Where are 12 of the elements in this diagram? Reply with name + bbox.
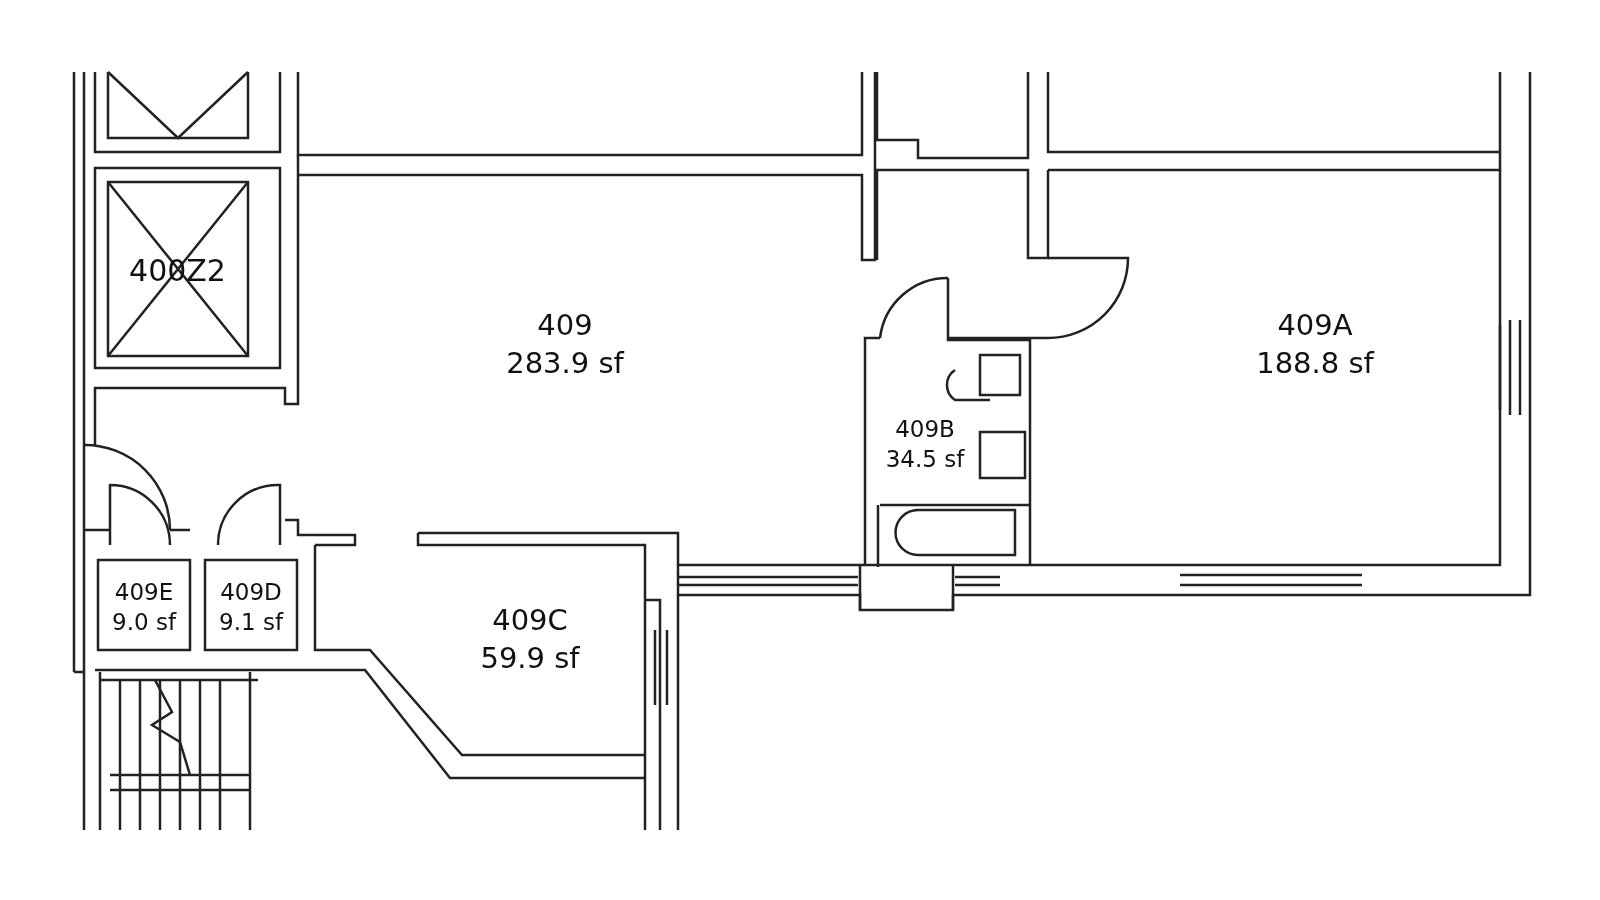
room-area: 188.8 sf bbox=[1256, 345, 1374, 383]
room-number: 409D bbox=[220, 577, 282, 607]
room-number: 409E bbox=[114, 577, 174, 607]
room-area: 9.1 sf bbox=[219, 607, 283, 638]
room-area: 9.0 sf bbox=[112, 607, 176, 638]
room-area: 34.5 sf bbox=[885, 445, 965, 475]
room-area: 283.9 sf bbox=[506, 345, 624, 383]
room-number: 409A bbox=[1277, 307, 1353, 345]
room-area: 59.9 sf bbox=[480, 640, 580, 678]
room-number: 409 bbox=[537, 307, 593, 345]
room-number: 409C bbox=[492, 602, 568, 640]
room-number: 409B bbox=[895, 415, 955, 445]
